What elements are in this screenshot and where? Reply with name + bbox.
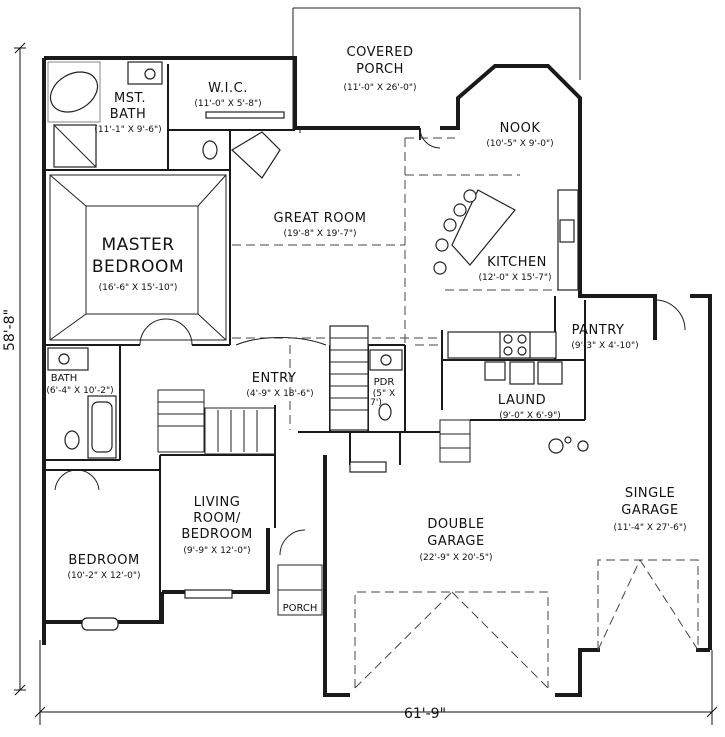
toilet-icon	[378, 403, 392, 421]
toilet-icon	[202, 140, 218, 160]
covered-porch-label: COVERED	[347, 45, 414, 60]
kitchen-label: KITCHEN	[487, 255, 547, 270]
pdr-label: PDR	[374, 377, 395, 388]
great-room-label: GREAT ROOM	[274, 211, 367, 226]
sink-icon	[144, 68, 156, 80]
kitchen-sink-icon	[559, 219, 575, 243]
single-garage-dim: (11'-4" X 27'-6")	[614, 523, 687, 533]
bedroom-dim: (10'-2" X 12'-0")	[68, 571, 141, 581]
door-swing	[654, 299, 686, 331]
living-room-label: LIVING	[194, 495, 241, 510]
bath-dim: (6'-4" X 10'-2")	[46, 386, 113, 396]
pantry-dim: (9'-3" X 4'-10")	[571, 341, 638, 351]
bath-label: BATH	[51, 373, 78, 384]
porch-label: PORCH	[283, 603, 318, 614]
fixtures	[47, 61, 686, 631]
bedroom-label: BEDROOM	[68, 553, 139, 568]
staircase-main	[329, 325, 369, 431]
double-garage-dim: (22'-9" X 20'-5")	[420, 553, 493, 563]
kitchen-island	[451, 189, 516, 266]
master-bedroom-label: MASTER	[101, 235, 174, 255]
door-swing	[139, 318, 167, 346]
sink-icon	[380, 354, 392, 366]
range-icon	[499, 331, 531, 359]
water-heater-icon	[548, 438, 564, 454]
room-labels: COVERED PORCH (11'-0" X 26'-0") MST. BAT…	[46, 45, 686, 614]
door-swing	[279, 529, 306, 556]
master-bedroom-dim: (16'-6" X 15'-10")	[99, 283, 178, 293]
nook-label: NOOK	[500, 121, 541, 136]
living-room-label-2: ROOM/	[193, 511, 241, 526]
door-swing	[235, 337, 327, 346]
pantry-label: PANTRY	[572, 323, 625, 338]
living-room-dim: (9'-9" X 12'-0")	[183, 546, 250, 556]
mst-bath-label: MST.	[114, 91, 146, 106]
exterior-walls	[42, 7, 712, 697]
door-swing	[165, 318, 193, 346]
mst-bath-label-2: BATH	[110, 107, 147, 122]
entry-dim: (4'-9" X 18'-6")	[246, 389, 313, 399]
sink-icon	[58, 353, 70, 365]
washer-icon	[509, 361, 535, 385]
nook-dim: (10'-5" X 9'-0")	[486, 139, 553, 149]
wic-dim: (11'-0" X 5'-8")	[194, 99, 261, 109]
overall-depth-label: 58'-8"	[2, 309, 18, 351]
entry-label: ENTRY	[252, 371, 297, 386]
master-bedroom-label-2: BEDROOM	[92, 257, 184, 277]
door-swing	[76, 469, 100, 491]
mst-bath-dim: (11'-1" X 9'-6")	[94, 125, 161, 135]
staircase-left	[158, 401, 258, 452]
covered-porch-dim: (11'-0" X 26'-0")	[344, 83, 417, 93]
kitchen-dim: (12'-0" X 15'-7")	[479, 273, 552, 283]
covered-porch-label-2: PORCH	[356, 62, 404, 77]
tray-ceiling	[49, 174, 227, 341]
dimension-lines	[14, 42, 718, 725]
laund-dim: (9'-0" X 6'-9")	[499, 411, 561, 421]
door-swing	[419, 127, 441, 149]
double-garage-label-2: GARAGE	[427, 534, 484, 549]
great-room-dim: (19'-8" X 19'-7")	[284, 229, 357, 239]
living-room-label-3: BEDROOM	[181, 527, 252, 542]
dryer-icon	[537, 361, 563, 385]
toilet-icon	[64, 430, 80, 450]
laund-label: LAUND	[498, 393, 546, 408]
pdr-dim-2: 7')	[370, 398, 382, 408]
wic-label: W.I.C.	[208, 81, 248, 96]
overall-width-label: 61'-9"	[404, 706, 446, 722]
single-garage-label: SINGLE	[625, 486, 675, 501]
pdr-dim: (5" X	[373, 389, 395, 399]
fireplace-icon	[231, 131, 281, 179]
door-swing	[54, 469, 78, 491]
furnace-icon	[577, 440, 589, 452]
single-garage-label-2: GARAGE	[621, 503, 678, 518]
double-garage-label: DOUBLE	[427, 517, 484, 532]
